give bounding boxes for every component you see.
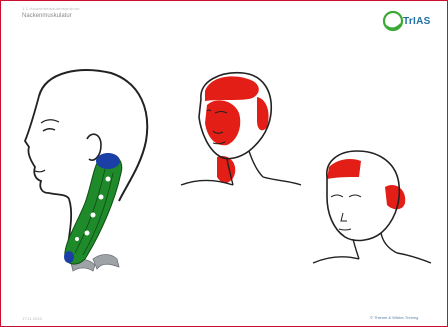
referral-zone-ear-rotated <box>385 185 405 209</box>
footer-copyright: © Thieme & Wibbe-Trening <box>370 315 418 320</box>
referral-zone-occiput <box>327 159 361 179</box>
footer-date: 17.11.2015 <box>22 316 42 321</box>
